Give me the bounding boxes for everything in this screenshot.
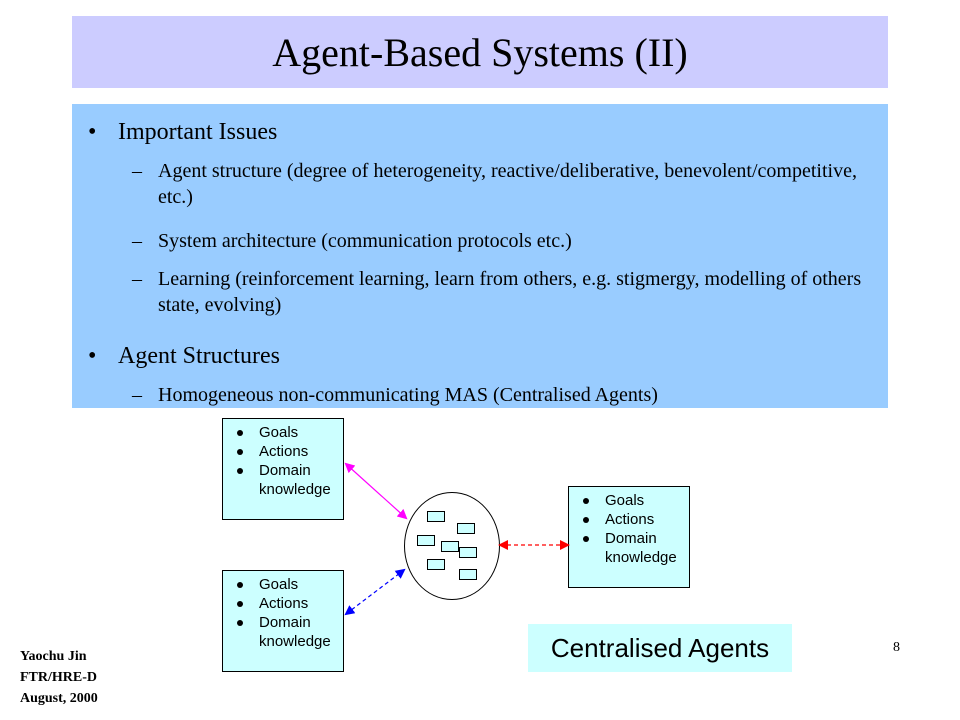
- agent-item: Domain: [231, 461, 339, 480]
- footer-author: Yaochu Jin: [20, 649, 87, 664]
- environment-circle: [404, 492, 500, 600]
- agent-item-continuation: knowledge: [259, 633, 331, 650]
- agent-box-right: Goals Actions Domain knowledge: [568, 486, 690, 588]
- agent-item-continuation: knowledge: [259, 481, 331, 498]
- agent-item: Goals: [231, 423, 339, 442]
- bullet-label: Important Issues: [118, 119, 278, 145]
- title-bar: Agent-Based Systems (II): [72, 16, 888, 88]
- environment-cell: [459, 547, 477, 558]
- dash-icon: –: [132, 160, 142, 182]
- slide-title: Agent-Based Systems (II): [272, 29, 688, 75]
- sub-item-text: Homogeneous non-communicating MAS (Centr…: [158, 384, 658, 406]
- sub-item: – Learning (reinforcement learning, lear…: [132, 266, 872, 318]
- sub-item-text: System architecture (communication proto…: [158, 230, 572, 252]
- agent-box-bottom-left: Goals Actions Domain knowledge: [222, 570, 344, 672]
- page-number: 8: [893, 640, 900, 655]
- footer-date: August, 2000: [20, 691, 98, 706]
- agent-item: Domain: [577, 529, 685, 548]
- dash-icon: –: [132, 230, 142, 252]
- arrow-blue: [344, 568, 406, 616]
- environment-cell: [417, 535, 435, 546]
- agent-item-continuation: knowledge: [605, 549, 677, 566]
- bullet-icon: •: [88, 343, 97, 369]
- agent-box-top-left: Goals Actions Domain knowledge: [222, 418, 344, 520]
- diagram-caption: Centralised Agents: [528, 624, 792, 672]
- footer-info: Yaochu Jin FTR/HRE-D August, 2000: [20, 646, 98, 709]
- dash-icon: –: [132, 384, 142, 406]
- sub-item-text: Agent structure (degree of heterogeneity…: [158, 160, 857, 208]
- agent-item: Goals: [577, 491, 685, 510]
- content-panel: • Important Issues – Agent structure (de…: [72, 104, 888, 408]
- agent-item: Domain: [231, 613, 339, 632]
- agent-item: Actions: [231, 442, 339, 461]
- agent-item: Actions: [577, 510, 685, 529]
- sub-item-text: Learning (reinforcement learning, learn …: [158, 268, 862, 316]
- environment-cell: [441, 541, 459, 552]
- footer-org: FTR/HRE-D: [20, 670, 97, 685]
- agent-item: Actions: [231, 594, 339, 613]
- sub-item: – Agent structure (degree of heterogenei…: [132, 158, 872, 210]
- bullet-label: Agent Structures: [118, 343, 280, 369]
- environment-cell: [427, 511, 445, 522]
- sub-item: – System architecture (communication pro…: [132, 228, 872, 254]
- bullet-icon: •: [88, 119, 97, 145]
- sub-item: – Homogeneous non-communicating MAS (Cen…: [132, 382, 872, 408]
- dash-icon: –: [132, 268, 142, 290]
- arrow-magenta: [344, 462, 408, 520]
- agent-item: Goals: [231, 575, 339, 594]
- environment-cell: [427, 559, 445, 570]
- environment-cell: [457, 523, 475, 534]
- environment-cell: [459, 569, 477, 580]
